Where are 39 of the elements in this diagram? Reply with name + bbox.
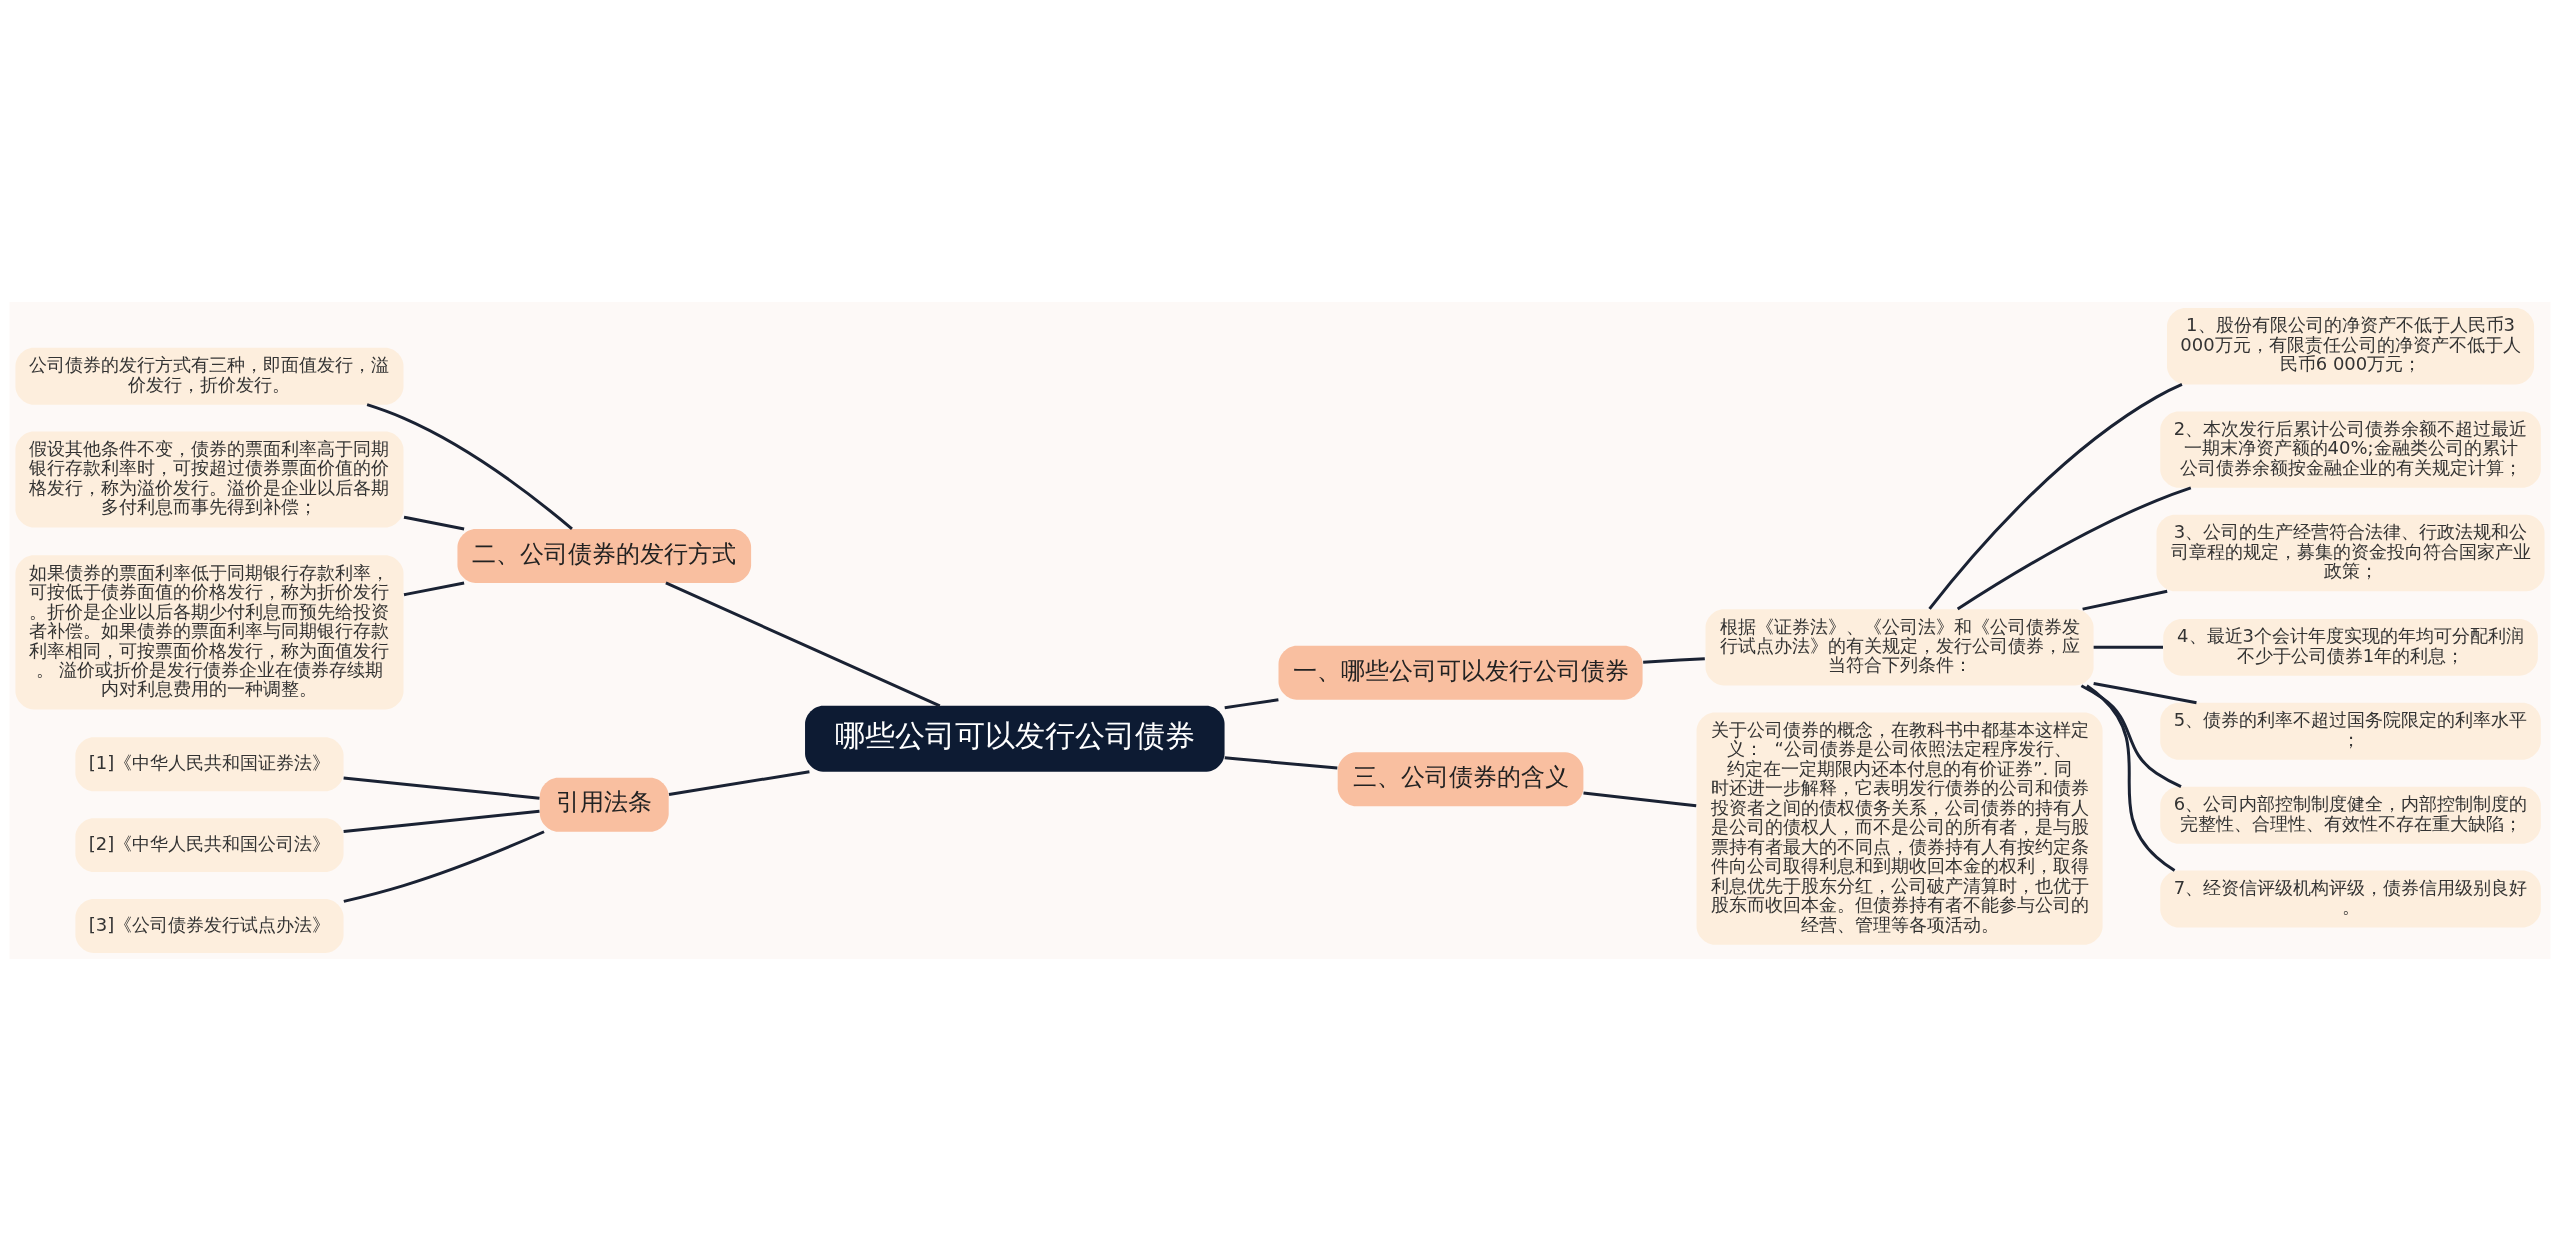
connector (343, 775, 540, 800)
connector (2080, 683, 2182, 788)
connector (343, 829, 545, 903)
connector (665, 581, 941, 707)
connector (1643, 656, 1705, 664)
node-box: 6、公司内部控制制度健全，内部控制制度的完整性、合理性、有效性不存在重大缺陷； (2160, 786, 2541, 844)
node-box: 哪些公司可以发行公司债券 (805, 705, 1225, 772)
node-box: 如果债券的票面利率低于同期银行存款利率，可按低于债券面值的价格发行，称为折价发行。折价是企业以后各期少付利息而预先给投资者补偿。如果债券的票面利率与同期银行存款利率相同，可按票面价格发行，称为面值发行。 溢价或折价是发行债券企业在债券存续期内对利息费用的一种调整。 (15, 554, 404, 710)
node-box: 三、公司债券的含义 (1337, 751, 1584, 806)
node-box: 1、股份有限公司的净资产不低于人民币3 000万元，有限责任公司的净资产不低于人民币6 000万元； (2167, 307, 2535, 384)
node-box: 4、最近3个会计年度实现的年均可分配利润不少于公司债券1年的利息； (2163, 618, 2538, 676)
connector (1956, 485, 2192, 610)
connector (2093, 681, 2197, 704)
node-box: 一、哪些公司可以发行公司债券 (1278, 645, 1643, 700)
connector (343, 809, 540, 833)
connector (2082, 589, 2168, 611)
connector (2086, 684, 2176, 872)
connector (1583, 790, 1697, 807)
connector (403, 581, 465, 596)
node-box: 3、公司的生产经营符合法律、行政法规和公司章程的规定，募集的资金投向符合国家产业政策； (2156, 514, 2545, 591)
node-box: 引用法条 (539, 777, 669, 832)
node-box: 2、本次发行后累计公司债券余额不超过最近一期末净资产额的40%;金融类公司的累计公司债券余额按金融企业的有关规定计算； (2160, 410, 2541, 488)
node-box: 公司债券的发行方式有三种，即面值发行，溢价发行，折价发行。 (15, 347, 404, 405)
node-box: [2]《中华人民共和国公司法》 (75, 817, 344, 872)
connector (2093, 645, 2163, 649)
node-box: 5、债券的利率不超过国务院限定的利率水平； (2160, 702, 2541, 760)
node-box: [1]《中华人民共和国证券法》 (75, 736, 344, 791)
connector (1224, 755, 1338, 770)
node-box: 假设其他条件不变，债券的票面利率高于同期银行存款利率时，可按超过债券票面价值的价格发行，称为溢价发行。溢价是企业以后各期多付利息而事先得到补偿； (15, 431, 404, 527)
connector (1224, 697, 1279, 709)
connector (1928, 382, 2183, 610)
node-box: [3]《公司债券发行试点办法》 (75, 898, 344, 953)
connector (403, 515, 465, 530)
node-box: 7、经资信评级机构评级，债券信用级别良好。 (2160, 870, 2541, 928)
node-box: 根据《证券法》、《公司法》和《公司债券发行试点办法》的有关规定，发行公司债券，应当符合下列条件： (1705, 608, 2094, 686)
node-box: 关于公司债券的概念，在教科书中都基本这样定义： “公司债券是公司依照法定程序发行、约定在一定期限内还本付息的有价证券”. 同时还进一步解释，它表明发行债券的公司和债券投资者之间的债权债务关系，公司债券的持有人是公司的债权人，而不是公司的所有者，是与股票持有者最大的不同点，债券持有人有按约定条件向公司取得利息和到期收回本金的权利，取得利息优先于股东分红，公司破产清算时，也优于股东而收回本金。但债券持有者不能参与公司的经营、管理等各项活动。 (1696, 712, 2103, 945)
connector (668, 769, 810, 796)
node-box: 二、公司债券的发行方式 (457, 528, 752, 583)
connector (366, 402, 573, 530)
